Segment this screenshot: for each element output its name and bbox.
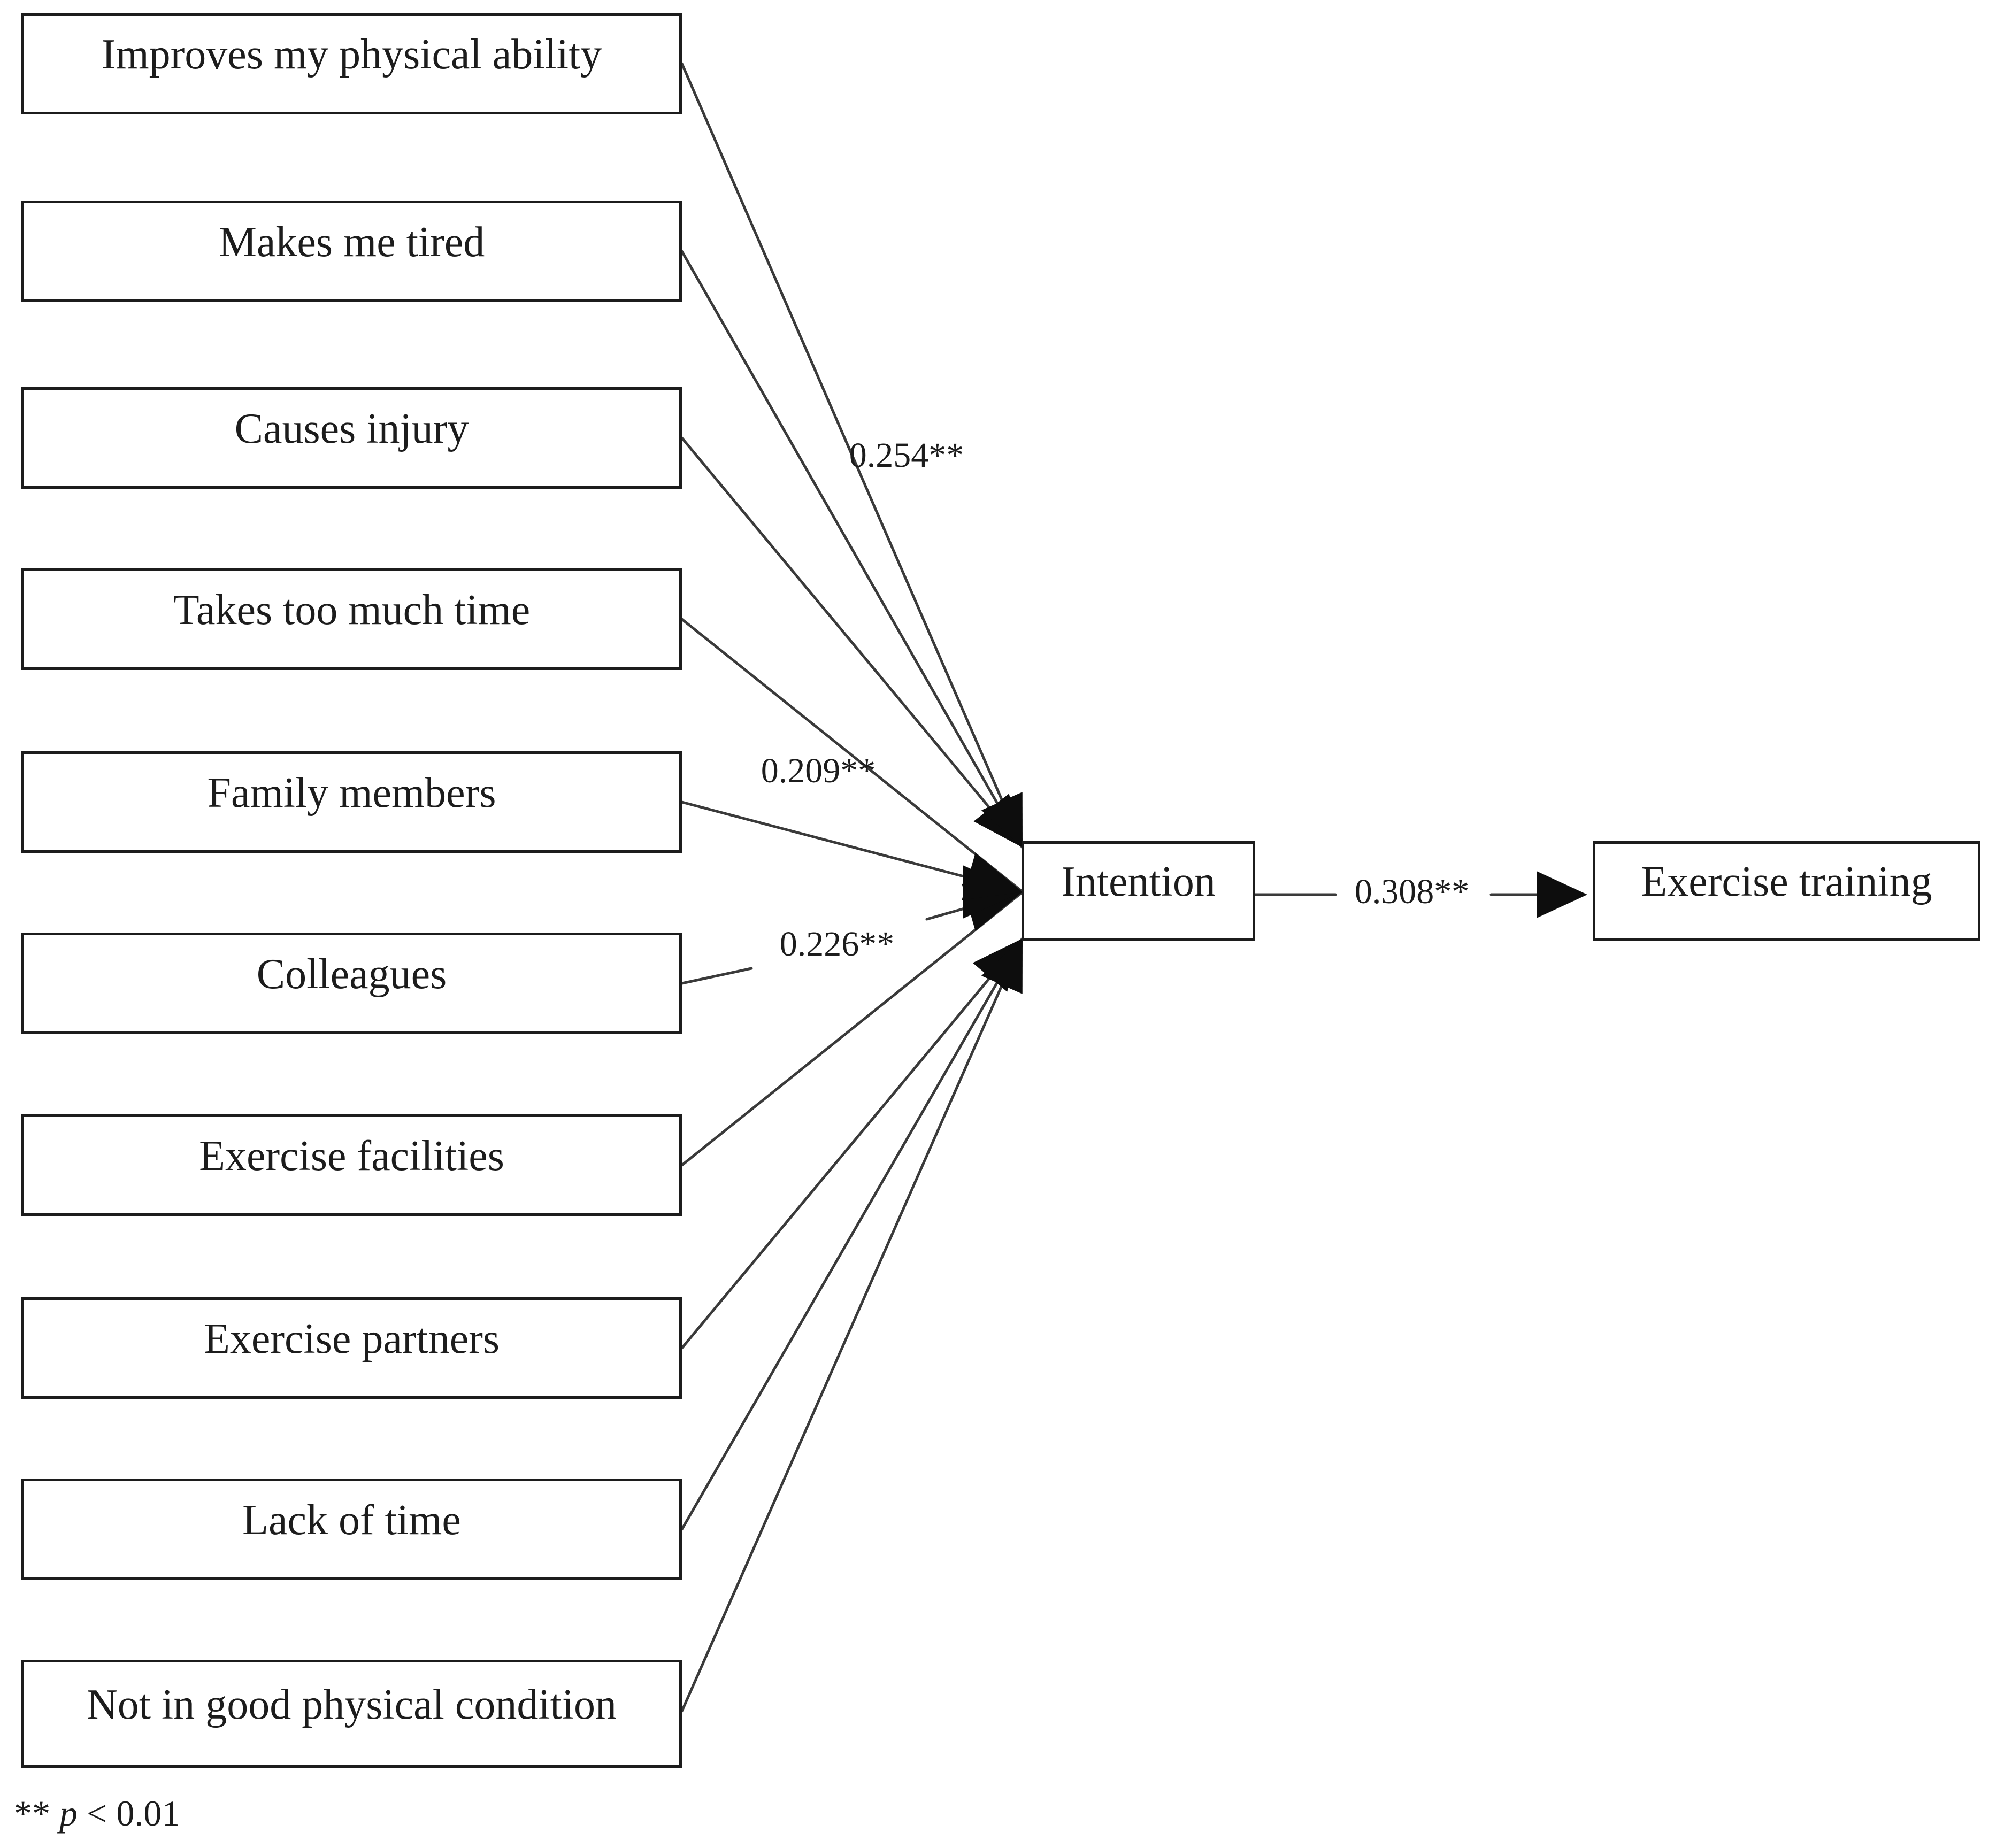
node-exercise-training: Exercise training [1593,841,1980,941]
node-label: Improves my physical ability [101,30,602,78]
path-arrow-line [680,436,1024,849]
path-arrow-line [680,937,1024,1713]
node-lack-of-time: Lack of time [21,1479,682,1580]
path-coefficient-label: 0.226** [779,925,895,964]
node-improves-physical-ability: Improves my physical ability [21,13,682,114]
node-label: Lack of time [242,1496,461,1544]
node-not-in-good-physical-condition: Not in good physical condition [21,1660,682,1768]
footnote-threshold: < 0.01 [78,1793,180,1834]
node-takes-too-much-time: Takes too much time [21,568,682,670]
path-coefficient-label: 0.209** [761,751,876,790]
path-arrow-line [680,618,1024,894]
path-arrow-line [680,890,1024,1167]
node-causes-injury: Causes injury [21,387,682,489]
path-arrow-line [680,62,1024,849]
node-label: Causes injury [234,405,469,452]
path-coefficient-label: 0.254** [849,436,964,475]
node-exercise-partners: Exercise partners [21,1297,682,1399]
node-exercise-facilities: Exercise facilities [21,1114,682,1216]
path-coefficient-label: 0.308** [1354,872,1470,911]
path-arrow-line [680,967,753,985]
arrowhead-icon [981,938,1023,994]
node-makes-me-tired: Makes me tired [21,201,682,302]
node-label: Not in good physical condition [86,1681,617,1728]
node-label: Takes too much time [173,586,531,634]
arrowhead-icon [1537,871,1587,918]
node-label: Exercise facilities [199,1132,504,1180]
node-colleagues: Colleagues [21,933,682,1034]
footnote-p-symbol: p [59,1793,78,1834]
node-label: Exercise training [1641,858,1932,905]
node-label: Exercise partners [203,1315,500,1362]
arrowhead-icon [981,792,1023,848]
node-label: Family members [207,769,496,817]
node-family-members: Family members [21,751,682,853]
node-label: Colleagues [256,950,447,998]
significance-footnote: ** p < 0.01 [14,1792,180,1835]
path-arrow-line [680,937,1024,1350]
arrowhead-icon [962,852,1023,900]
node-label: Intention [1061,858,1216,905]
node-intention: Intention [1022,841,1255,941]
path-arrow-line [680,250,1024,849]
node-label: Makes me tired [218,218,485,266]
footnote-stars: ** [14,1793,59,1834]
path-arrow-line [680,937,1024,1531]
